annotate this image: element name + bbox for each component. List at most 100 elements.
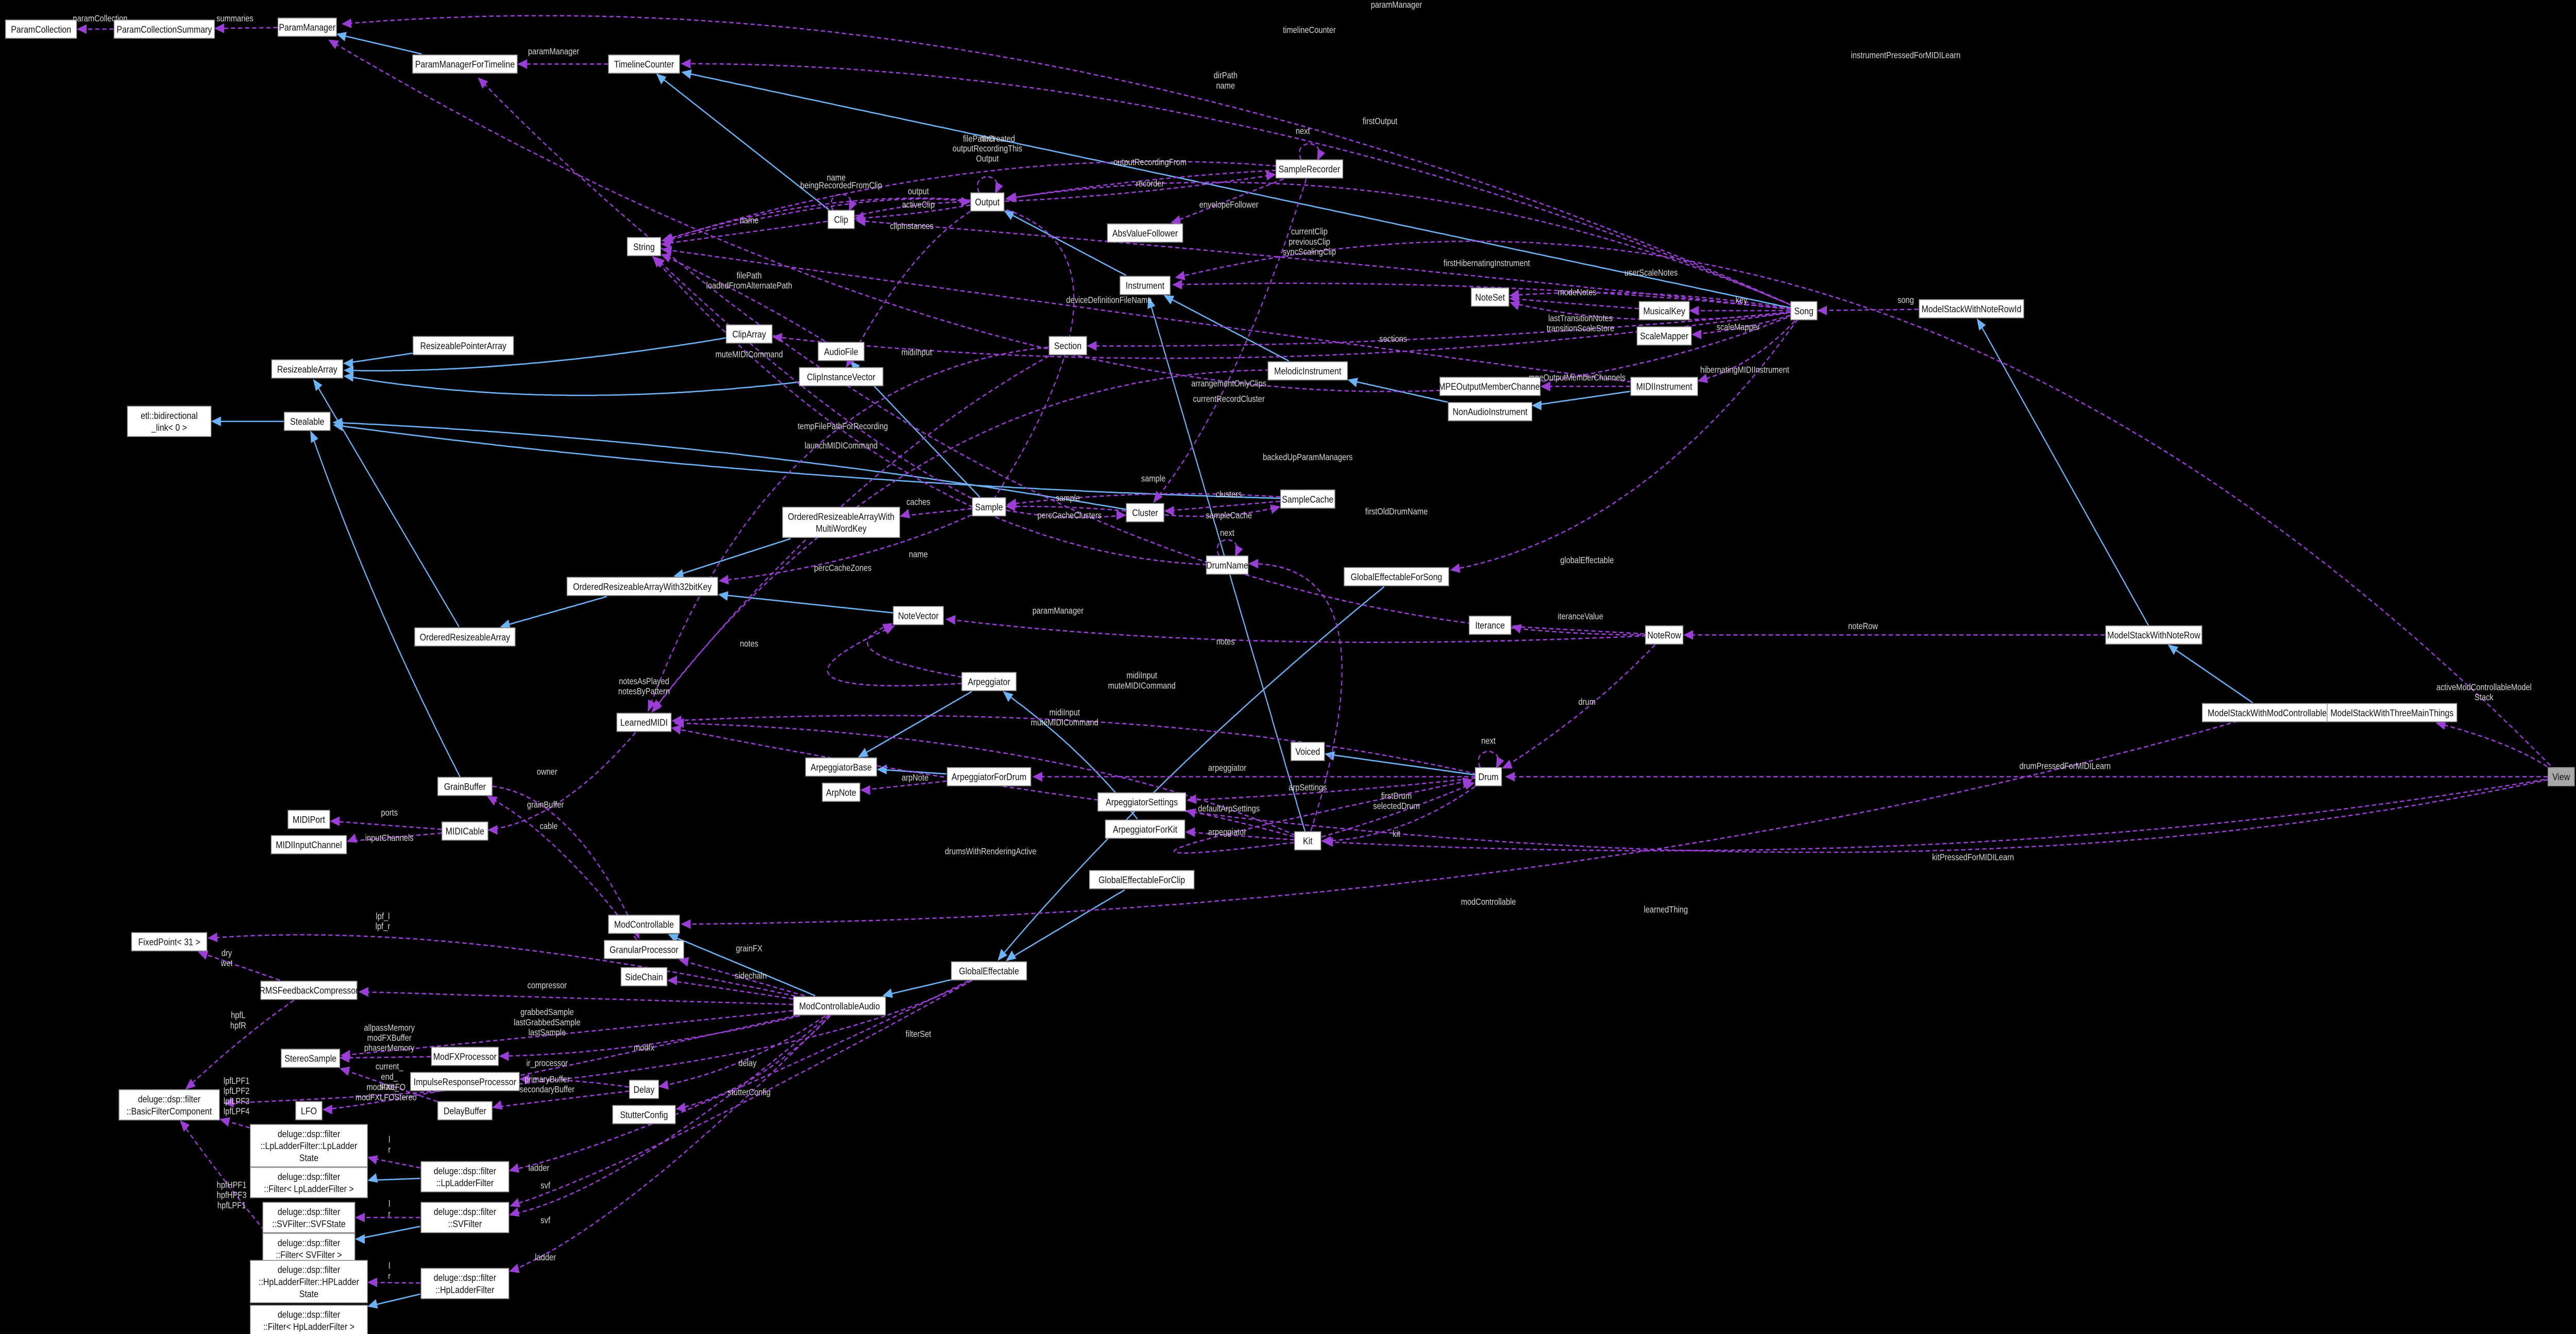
- class-node-label: View: [2552, 771, 2570, 783]
- class-node-ResizeablePointerArray[interactable]: ResizeablePointerArray: [413, 336, 514, 356]
- class-node-Clip[interactable]: Clip: [827, 210, 855, 229]
- edge-label: kitPressedForMIDILearn: [1932, 852, 2014, 862]
- class-node-Arpeggiator[interactable]: Arpeggiator: [961, 672, 1017, 691]
- class-node-ParamCollection[interactable]: ParamCollection: [5, 19, 77, 39]
- class-node-GlobalEffectable[interactable]: GlobalEffectable: [951, 961, 1027, 981]
- class-node-NoteRow[interactable]: NoteRow: [1645, 625, 1684, 645]
- class-node-FilterLp[interactable]: deluge::dsp::filter::Filter< LpLadderFil…: [250, 1167, 368, 1198]
- class-node-MPEOutputMemberChannel[interactable]: MPEOutputMemberChannel: [1438, 377, 1541, 396]
- edge-label: name: [827, 173, 846, 182]
- class-node-ParamManager[interactable]: ParamManager: [277, 18, 337, 37]
- class-node-HPLadderState[interactable]: deluge::dsp::filter::HpLadderFilter::HPL…: [250, 1260, 368, 1304]
- edge-Song-ParamManager: [341, 15, 1791, 306]
- class-node-String[interactable]: String: [626, 237, 662, 257]
- class-node-AbsValueFollower[interactable]: AbsValueFollower: [1107, 223, 1183, 243]
- class-node-EtlLink[interactable]: etl::bidirectional_link< 0 >: [127, 406, 212, 437]
- class-node-StereoSample[interactable]: StereoSample: [281, 1049, 341, 1068]
- class-node-GrainBuffer[interactable]: GrainBuffer: [437, 776, 493, 796]
- class-node-ModelStackWithNoteRow[interactable]: ModelStackWithNoteRow: [2105, 625, 2202, 645]
- class-node-SampleRecorder[interactable]: SampleRecorder: [1275, 159, 1344, 179]
- class-node-RMSFeedbackCompressor[interactable]: RMSFeedbackCompressor: [259, 981, 359, 1000]
- class-node-FilterHp[interactable]: deluge::dsp::filter::Filter< HpLadderFil…: [250, 1305, 368, 1334]
- class-node-FixedPoint31[interactable]: FixedPoint< 31 >: [131, 932, 208, 952]
- class-node-ModControllable[interactable]: ModControllable: [608, 915, 680, 934]
- class-node-AudioFile[interactable]: AudioFile: [818, 342, 865, 361]
- class-node-Output[interactable]: Output: [970, 192, 1005, 212]
- class-node-ArpeggiatorForKit[interactable]: ArpeggiatorForKit: [1105, 819, 1185, 839]
- class-node-MIDIInputChannel[interactable]: MIDIInputChannel: [270, 835, 347, 854]
- class-node-Sample[interactable]: Sample: [972, 497, 1006, 517]
- class-node-SampleCache[interactable]: SampleCache: [1280, 489, 1335, 509]
- class-node-HpLadderFilter[interactable]: deluge::dsp::filter::HpLadderFilter: [420, 1268, 510, 1299]
- class-node-SideChain[interactable]: SideChain: [620, 967, 668, 987]
- class-node-ArpNote[interactable]: ArpNote: [822, 783, 860, 802]
- class-node-label: etl::bidirectional_link< 0 >: [141, 410, 198, 434]
- class-node-Section[interactable]: Section: [1048, 336, 1087, 356]
- class-node-LearnedMIDI[interactable]: LearnedMIDI: [616, 713, 672, 732]
- edge-Cluster-Sample: [1005, 501, 1126, 512]
- edge-label: backedUpParamManagers: [1263, 452, 1352, 462]
- class-node-NoteSet[interactable]: NoteSet: [1471, 288, 1510, 307]
- class-node-ClipInstanceVector[interactable]: ClipInstanceVector: [799, 367, 884, 386]
- edge-SampleCache-Sample: [1006, 493, 1280, 508]
- class-node-Cluster[interactable]: Cluster: [1126, 503, 1164, 522]
- class-node-Kit[interactable]: Kit: [1294, 831, 1321, 851]
- class-node-label: StereoSample: [284, 1053, 336, 1064]
- edge-Sample-String: [654, 257, 972, 499]
- class-node-NoteVector[interactable]: NoteVector: [893, 606, 944, 626]
- class-node-BasicFilterComponent[interactable]: deluge::dsp::filter::BasicFilterComponen…: [118, 1089, 220, 1121]
- class-node-ArpeggiatorBase[interactable]: ArpeggiatorBase: [805, 757, 877, 777]
- class-node-LpLadderState[interactable]: deluge::dsp::filter::LpLadderFilter::LpL…: [250, 1124, 368, 1168]
- class-node-ArpeggiatorSettings[interactable]: ArpeggiatorSettings: [1097, 792, 1187, 812]
- class-node-FilterSV[interactable]: deluge::dsp::filter::Filter< SVFilter >: [262, 1232, 355, 1264]
- class-node-ArpeggiatorForDrum[interactable]: ArpeggiatorForDrum: [946, 767, 1031, 786]
- class-node-MIDICable[interactable]: MIDICable: [442, 821, 488, 841]
- class-node-MusicalKey[interactable]: MusicalKey: [1638, 301, 1690, 320]
- class-node-StutterConfig[interactable]: StutterConfig: [612, 1105, 676, 1124]
- edge-Song-TimelineCounter: [681, 59, 1794, 307]
- class-node-Voiced[interactable]: Voiced: [1291, 741, 1325, 761]
- class-node-label: deluge::dsp::filter::BasicFilterComponen…: [127, 1093, 212, 1117]
- class-node-ScaleMapper[interactable]: ScaleMapper: [1636, 326, 1692, 346]
- edge-Arpeggiator-ArpeggiatorBase: [858, 690, 972, 757]
- class-node-Drum[interactable]: Drum: [1475, 767, 1502, 786]
- class-node-Iterance[interactable]: Iterance: [1469, 615, 1512, 635]
- class-node-LpLadderFilter[interactable]: deluge::dsp::filter::LpLadderFilter: [420, 1161, 510, 1192]
- class-node-ResizeableArray[interactable]: ResizeableArray: [271, 359, 343, 379]
- class-node-DelayBuffer[interactable]: DelayBuffer: [437, 1101, 493, 1121]
- class-node-ModControllableAudio[interactable]: ModControllableAudio: [793, 996, 886, 1016]
- class-node-MelodicInstrument[interactable]: MelodicInstrument: [1267, 361, 1348, 381]
- edge-GrainBuffer-Stealable: [310, 430, 461, 778]
- class-node-Stealable[interactable]: Stealable: [284, 412, 331, 431]
- class-node-GlobalEffectableForClip[interactable]: GlobalEffectableForClip: [1089, 870, 1195, 889]
- class-node-ParamManagerForTimeline[interactable]: ParamManagerForTimeline: [412, 54, 518, 74]
- class-node-GlobalEffectableForSong[interactable]: GlobalEffectableForSong: [1344, 567, 1449, 586]
- class-node-ClipArray[interactable]: ClipArray: [725, 324, 773, 344]
- class-node-ModFXProcessor[interactable]: ModFXProcessor: [431, 1046, 499, 1066]
- edge-label: ports: [381, 808, 398, 818]
- class-node-Delay[interactable]: Delay: [629, 1079, 659, 1099]
- class-node-TimelineCounter[interactable]: TimelineCounter: [608, 54, 680, 74]
- class-node-OA32[interactable]: OrderedResizeableArrayWith32bitKey: [566, 577, 718, 596]
- class-node-OA[interactable]: OrderedResizeableArray: [414, 627, 516, 647]
- class-node-DrumName[interactable]: DrumName: [1206, 555, 1249, 575]
- class-node-ModelStackWithModControllable[interactable]: ModelStackWithModControllable: [2201, 703, 2333, 722]
- class-node-Instrument[interactable]: Instrument: [1120, 276, 1171, 295]
- class-node-ModelStackWithThreeMainThings[interactable]: ModelStackWithThreeMainThings: [2327, 703, 2458, 722]
- class-node-ModelStackWithNoteRowId[interactable]: ModelStackWithNoteRowId: [1919, 299, 2024, 318]
- class-node-View[interactable]: View: [2548, 767, 2575, 786]
- class-node-MIDIPort[interactable]: MIDIPort: [287, 809, 330, 829]
- class-node-GranularProcessor[interactable]: GranularProcessor: [604, 940, 684, 959]
- class-node-LFO[interactable]: LFO: [295, 1101, 323, 1121]
- class-node-ImpulseResponseProcessor[interactable]: ImpulseResponseProcessor: [410, 1072, 520, 1091]
- class-node-SVFilter[interactable]: deluge::dsp::filter::SVFilter: [420, 1202, 510, 1234]
- class-node-ParamCollectionSummary[interactable]: ParamCollectionSummary: [113, 19, 215, 39]
- class-node-label: ParamManager: [279, 22, 335, 33]
- class-node-Song[interactable]: Song: [1790, 301, 1818, 320]
- class-node-NonAudioInstrument[interactable]: NonAudioInstrument: [1448, 402, 1533, 421]
- edge-GlobalEffectable-LpLadderFilter: [509, 980, 969, 1173]
- class-node-MIDIInstrument[interactable]: MIDIInstrument: [1630, 377, 1698, 396]
- class-node-SVFState[interactable]: deluge::dsp::filter::SVFilter::SVFState: [262, 1202, 355, 1234]
